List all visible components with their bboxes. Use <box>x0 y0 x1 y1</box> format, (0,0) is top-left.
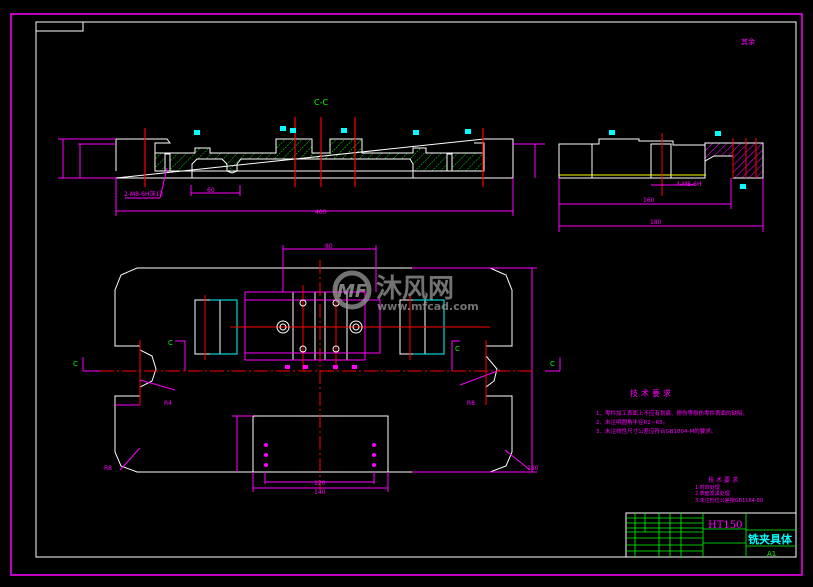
material: HT150 <box>708 520 742 531</box>
corner-box <box>35 21 84 32</box>
section-label: C-C <box>314 98 328 107</box>
dim-radius-right: R8 <box>467 400 475 407</box>
section-mark: C <box>168 339 173 347</box>
section-mark: C <box>455 345 460 353</box>
heat-item: 3.未注形位公差按GB1184-80 <box>695 497 763 504</box>
dim-radius-left: R4 <box>164 400 172 407</box>
dim-corner-radius: R8 <box>104 465 112 472</box>
outer-border <box>10 13 803 576</box>
tech-item: 3、未注线性尺寸公差应符合GB1804-M的要求。 <box>596 427 716 435</box>
dim-overall-length: 400 <box>315 209 327 216</box>
dim-height: 180 <box>527 465 539 472</box>
part-name: 铣夹具体 <box>748 532 793 546</box>
dim-hole-spacing: 120 <box>314 480 326 487</box>
heat-item: 2.表面发黑处理 <box>695 490 730 497</box>
watermark-brand: 沐风网 <box>376 274 454 304</box>
watermark: MF 沐风网 www.mfcad.com <box>332 270 479 313</box>
tech-item: 2、未注明圆角半径R2~R5。 <box>596 418 668 426</box>
section-view-cc: C-C 400 2-M8-6H深13 60 <box>58 98 545 216</box>
dim-top-span: 80 <box>325 243 333 250</box>
dim-hole-note: 2-M8-6H深13 <box>124 190 163 198</box>
sheet-size: A1 <box>767 550 776 558</box>
dim-base-width: 140 <box>314 489 326 496</box>
section-mark: C <box>550 360 555 368</box>
tech-title: 技术要求 <box>630 388 674 398</box>
inner-frame <box>35 21 797 558</box>
svg-text:MF: MF <box>337 281 368 302</box>
tech-item: 1、零件加工表面上不应有划痕、擦伤等损伤零件表面的缺陷。 <box>596 409 748 417</box>
dim-right-view-total: 180 <box>650 219 662 226</box>
side-view: 其余 160 180 4-M8-6H <box>558 37 764 232</box>
dim-right-view-width: 160 <box>643 197 655 204</box>
tech-requirements: 技术要求 1、零件加工表面上不应有划痕、擦伤等损伤零件表面的缺陷。 2、未注明圆… <box>596 388 763 504</box>
section-mark: C <box>73 360 78 368</box>
roughness-note: 其余 <box>741 37 755 46</box>
title-block: HT150 铣夹具体 A1 <box>625 512 797 558</box>
heat-item: 1.时效处理 <box>695 484 720 491</box>
dim-thread-note: 4-M8-6H <box>676 181 701 188</box>
dim-depth: 60 <box>207 187 215 194</box>
heat-title: 技术要求 <box>708 476 740 484</box>
plan-view: 120 140 80 180 R4 R8 R8 C C C C <box>73 243 561 496</box>
watermark-url: www.mfcad.com <box>377 300 479 313</box>
watermark-logo <box>332 270 372 310</box>
